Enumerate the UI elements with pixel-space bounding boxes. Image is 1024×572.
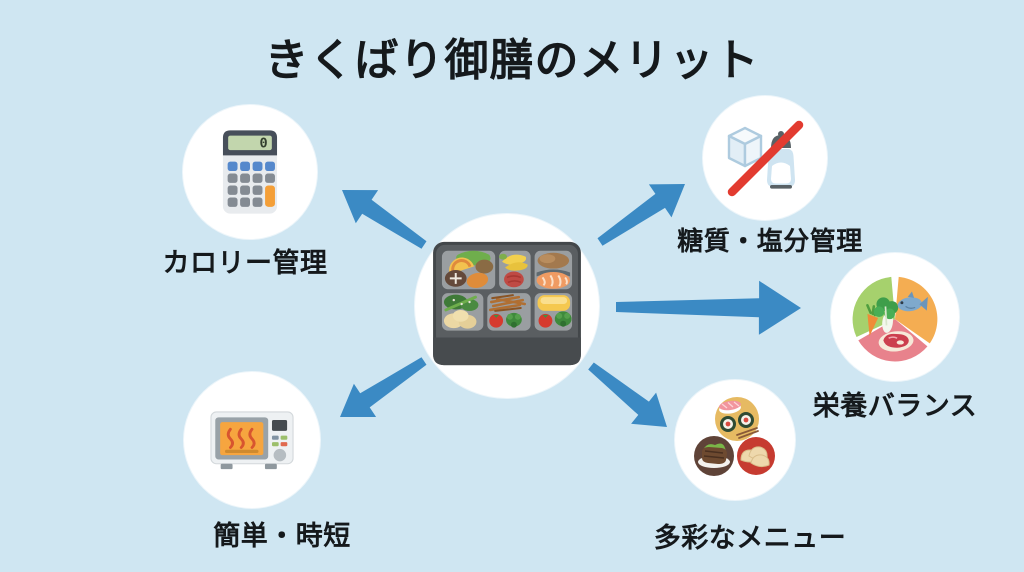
microwave-circle xyxy=(184,372,320,508)
arrow-to-calorie xyxy=(342,190,427,249)
sugar-salt-circle xyxy=(703,96,827,220)
benefit-label-menu: 多彩なメニュー xyxy=(653,523,847,553)
benefit-label-easy: 簡単・時短 xyxy=(213,521,351,551)
no-sugar-salt-icon xyxy=(727,120,804,197)
nutrition-balance-icon xyxy=(852,276,938,362)
calculator-circle: 0 xyxy=(183,105,317,239)
benefit-label-sugar-salt: 糖質・塩分管理 xyxy=(677,226,863,256)
arrow-to-sugar-salt xyxy=(597,184,685,246)
nutrition-circle xyxy=(831,253,959,381)
calculator-display: 0 xyxy=(260,136,268,152)
page-title: きくばり御膳のメリット xyxy=(264,36,760,85)
varied-menu-icon xyxy=(694,397,775,476)
arrow-to-menu xyxy=(588,362,667,427)
benefit-label-calorie: カロリー管理 xyxy=(162,248,328,278)
arrow-to-easy xyxy=(340,357,427,417)
menu-circle xyxy=(675,380,795,500)
arrow-to-nutrition xyxy=(616,280,801,335)
center-bento-circle xyxy=(415,214,599,398)
calculator-icon: 0 xyxy=(222,130,278,214)
bento-box-icon xyxy=(433,241,581,366)
microwave-icon xyxy=(210,411,294,470)
benefit-label-nutrition: 栄養バランス xyxy=(812,391,978,421)
